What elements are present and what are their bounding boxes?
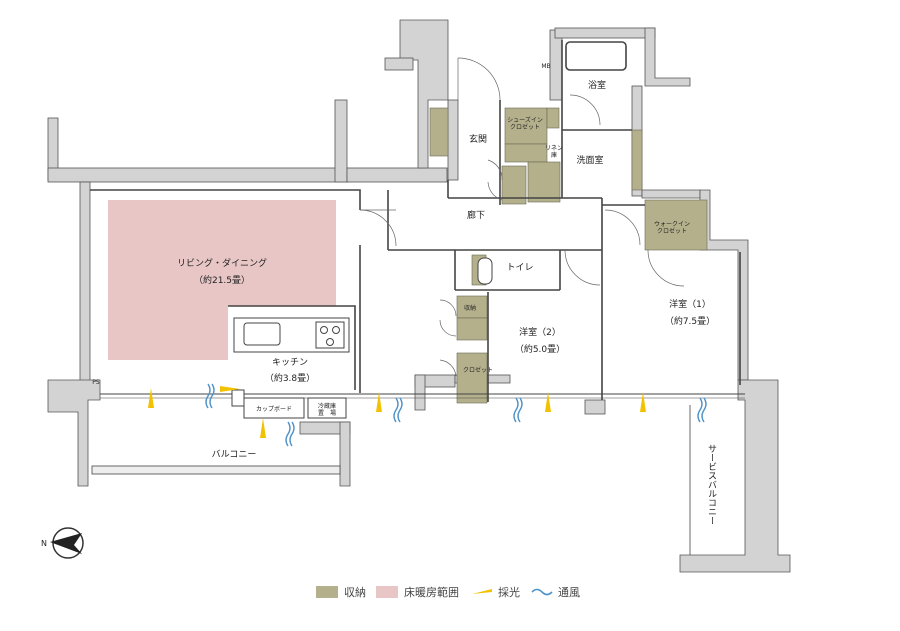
legend-storage-swatch — [316, 586, 338, 598]
storage-label: 収納 — [464, 304, 476, 312]
bathroom-label: 浴室 — [588, 79, 606, 91]
storage-blocks — [429, 107, 708, 404]
entrance-label: 玄関 — [469, 133, 487, 145]
compass-north-label: N — [41, 539, 47, 548]
closet-label: クロゼット — [463, 366, 493, 374]
ventilation-markers — [205, 383, 707, 447]
shoes-closet-label: シューズインクロゼット — [507, 116, 543, 131]
western2-size: （約5.0畳） — [515, 343, 565, 355]
room-labels: リビング・ダイニング （約21.5畳） キッチン （約3.8畳） カップボード … — [92, 63, 715, 460]
ventilation-icon — [530, 586, 554, 598]
cupboard-label: カップボード — [256, 405, 292, 413]
daylight-icon — [470, 586, 494, 598]
ps-label: PS — [92, 379, 100, 386]
corridor-label: 廊下 — [467, 209, 485, 221]
door-swings — [359, 57, 685, 377]
legend-ventilation: 通風 — [530, 582, 580, 602]
legend-daylight-label: 採光 — [498, 586, 520, 599]
kitchen-label: キッチン — [272, 357, 308, 368]
compass-arrow-icon — [50, 533, 82, 554]
legend-daylight: 採光 — [470, 582, 520, 602]
legend-floor-heating-label: 床暖房範囲 — [404, 586, 459, 599]
living-size: （約21.5畳） — [194, 274, 250, 286]
western1-label: 洋室（1） — [669, 298, 711, 310]
living-label: リビング・ダイニング — [177, 257, 267, 269]
linen-label: リネン庫 — [545, 145, 563, 159]
floor-heating-area — [108, 200, 336, 360]
compass: N — [41, 527, 84, 559]
mb-label: MB — [541, 63, 550, 70]
toilet-label: トイレ — [506, 263, 533, 273]
legend-floor-heating-swatch — [376, 586, 398, 598]
kitchen-size: （約3.8畳） — [265, 372, 315, 384]
walls — [47, 19, 791, 573]
kitchen-fixtures — [231, 257, 493, 419]
western2-label: 洋室（2） — [519, 326, 561, 338]
daylight-markers — [148, 386, 646, 438]
legend-floor-heating: 床暖房範囲 — [376, 582, 459, 602]
legend-storage: 収納 — [316, 582, 366, 602]
service-balcony-label: サービスバルコニー — [706, 444, 717, 525]
fridge-label: 冷蔵庫置 場 — [318, 402, 336, 417]
legend-storage-label: 収納 — [344, 586, 366, 599]
balcony-label: バルコニー — [212, 449, 257, 460]
western1-size: （約7.5畳） — [665, 315, 715, 327]
washroom-label: 洗面室 — [576, 154, 603, 166]
legend-ventilation-label: 通風 — [558, 586, 580, 599]
legend: 収納 床暖房範囲 採光 通風 — [0, 582, 900, 602]
walkin-closet-label: ウォークインクロゼット — [654, 220, 690, 235]
